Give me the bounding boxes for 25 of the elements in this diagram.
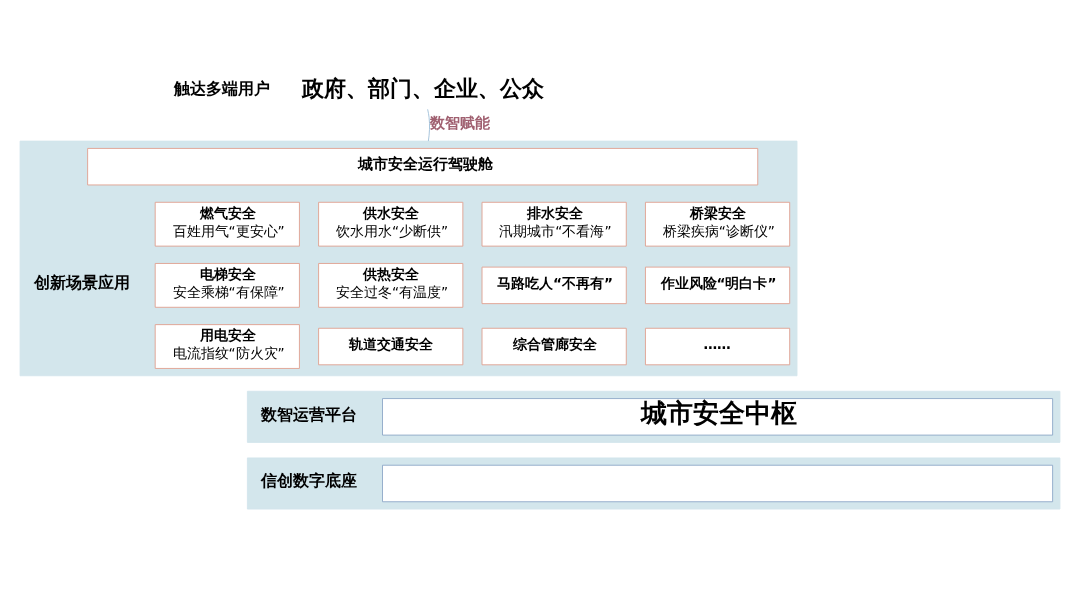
node-box: 燃气安全 百姓用气“更安心”	[154, 201, 300, 247]
connector	[427, 108, 430, 142]
node-box: 电梯安全 安全乘梯“有保障”	[154, 263, 300, 308]
cluster	[19, 140, 798, 377]
node-box: 轨道交通安全	[318, 327, 464, 366]
node-box: 城市安全中枢	[382, 398, 1054, 436]
node-box	[382, 464, 1054, 503]
node-box: 供水安全 饮水用水“少断供”	[318, 201, 464, 247]
cluster	[246, 457, 1061, 510]
node-label: 触达多端用户	[174, 79, 271, 98]
node-label: 数智运营平台	[261, 405, 358, 424]
node-box: 用电安全 电流指纹“防火灾”	[154, 324, 300, 369]
cluster	[246, 390, 1061, 443]
node-box: ……	[645, 327, 791, 366]
node-box: 供热安全 安全过冬“有温度”	[318, 263, 464, 308]
node-box: 综合管廊安全	[481, 327, 627, 366]
node-box: 桥梁安全 桥梁疾病“诊断仪”	[645, 201, 791, 247]
node-label: 信创数字底座	[261, 472, 358, 491]
node-box: 排水安全 汛期城市“不看海”	[481, 201, 627, 247]
node-box: 作业风险“明白卡”	[645, 266, 791, 305]
node-box: 城市安全运行驾驶舱	[87, 147, 759, 186]
node-label: 创新场景应用	[33, 274, 130, 293]
node-text: 政府、部门、企业、公众	[301, 75, 544, 101]
node-box: 马路吃人“不再有”	[481, 266, 627, 305]
edge-label: 数智赋能	[429, 114, 490, 132]
